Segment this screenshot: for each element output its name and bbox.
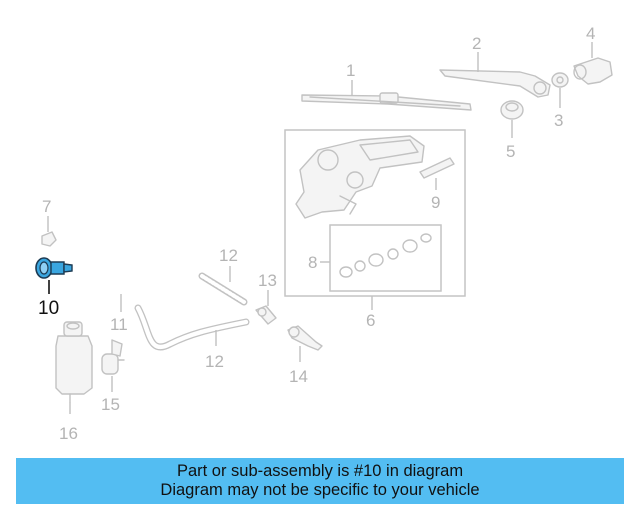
callout-3: 3 <box>554 111 563 130</box>
part-9-pin <box>419 157 455 179</box>
callout-7: 7 <box>42 197 51 216</box>
callout-1: 1 <box>346 61 355 80</box>
part-16-reservoir <box>55 321 93 403</box>
callout-2: 2 <box>472 34 481 53</box>
callout-4: 4 <box>586 24 595 43</box>
parts-diagram: 1 2 3 4 5 6 <box>35 24 613 443</box>
part-14-valve <box>287 325 323 351</box>
part-11-hose <box>91 260 125 293</box>
part-8-seal-kit-box <box>329 224 442 292</box>
banner-line-2: Diagram may not be specific to your vehi… <box>160 481 480 499</box>
part-12-hose-lower <box>134 304 250 351</box>
callout-9: 9 <box>431 193 440 212</box>
callout-6: 6 <box>366 311 375 330</box>
part-13-connector <box>255 305 277 325</box>
part-10-nozzle <box>35 257 73 279</box>
part-3-nut <box>551 72 569 88</box>
callout-11: 11 <box>110 315 128 334</box>
callout-5: 5 <box>506 142 515 161</box>
part-7-clip <box>41 231 57 247</box>
callout-14: 14 <box>289 367 308 386</box>
part-4-cap <box>573 57 613 85</box>
callout-13: 13 <box>258 271 277 290</box>
part-6-wiper-motor <box>295 135 425 219</box>
part-15-pump <box>101 339 125 375</box>
callout-12a: 12 <box>219 246 238 265</box>
callout-16: 16 <box>59 424 78 443</box>
callout-10: 10 <box>38 298 59 319</box>
banner-line-1: Part or sub-assembly is #10 in diagram <box>176 462 464 480</box>
callout-12b: 12 <box>205 352 224 371</box>
callout-15: 15 <box>101 395 120 414</box>
part-1-wiper-blade <box>301 92 472 111</box>
part-5-grommet <box>500 100 524 120</box>
info-banner: Part or sub-assembly is #10 in diagram D… <box>16 458 624 504</box>
callout-8: 8 <box>308 253 317 272</box>
part-6-motor-box <box>284 129 466 297</box>
part-12-hose-upper <box>198 272 248 306</box>
part-2-wiper-arm <box>439 69 551 98</box>
part-8-seals <box>339 233 432 278</box>
